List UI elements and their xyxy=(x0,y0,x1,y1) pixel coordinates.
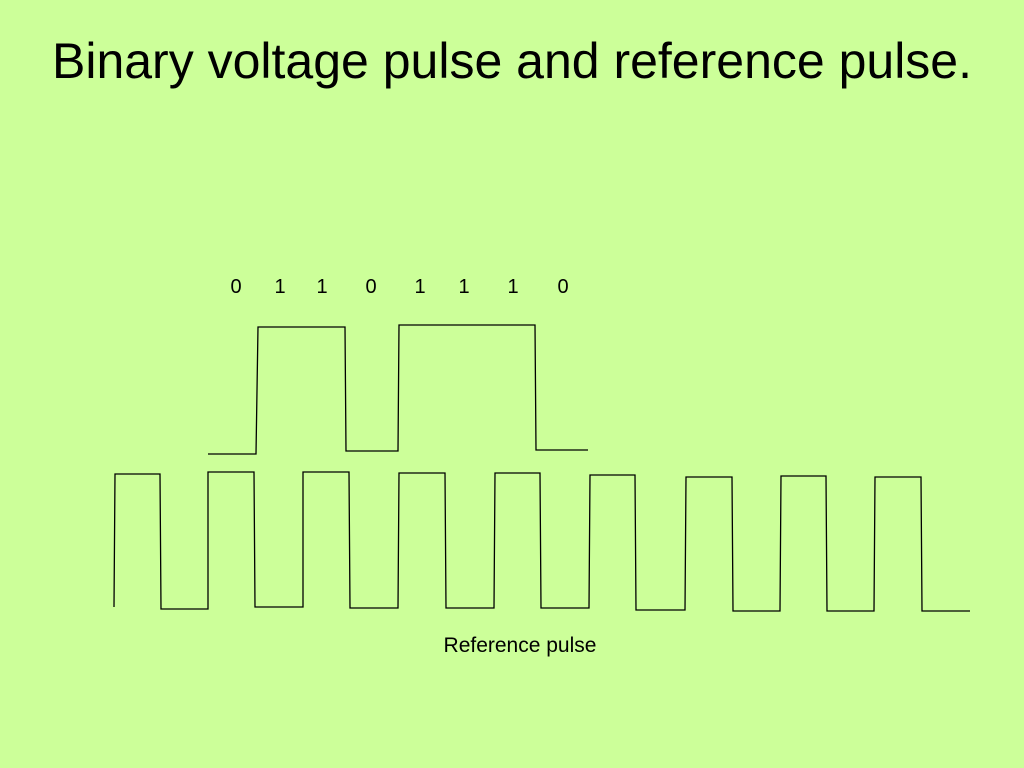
bit-label-2: 1 xyxy=(274,276,286,298)
slide-title: Binary voltage pulse and reference pulse… xyxy=(51,33,973,89)
bit-label-6: 1 xyxy=(458,276,470,298)
bit-label-4: 0 xyxy=(365,276,377,298)
reference-pulse-caption: Reference pulse xyxy=(443,634,597,657)
bit-label-8: 0 xyxy=(557,276,569,298)
bit-label-1: 0 xyxy=(230,276,242,298)
bit-label-7: 1 xyxy=(507,276,519,298)
reference-pulse-wave xyxy=(113,471,970,612)
bit-label-3: 1 xyxy=(316,276,328,298)
bit-label-5: 1 xyxy=(414,276,426,298)
binary-voltage-pulse xyxy=(208,324,588,455)
